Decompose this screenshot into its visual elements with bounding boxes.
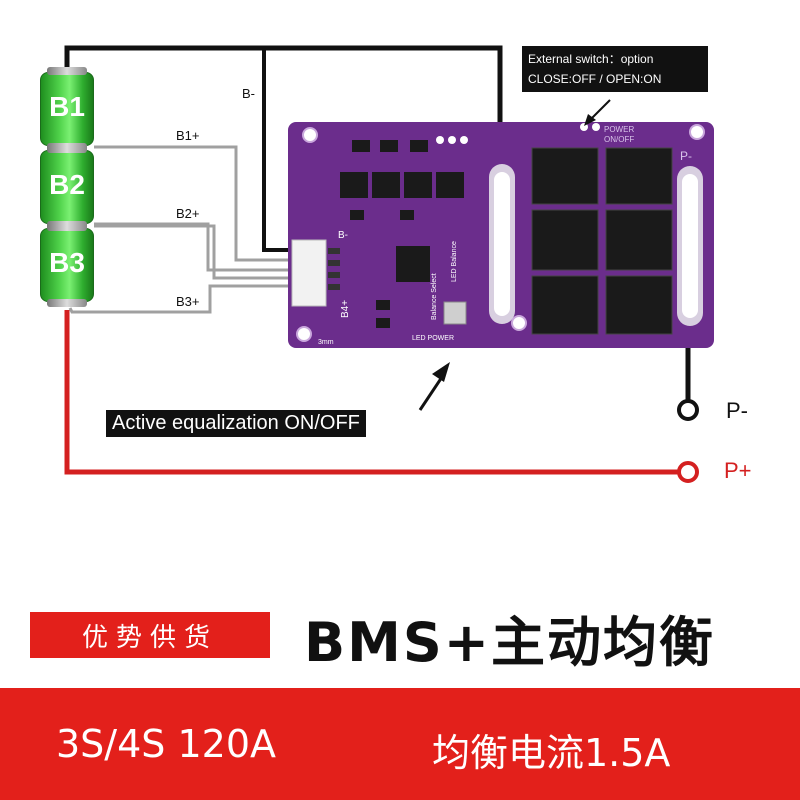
external-switch-callout: External switch：option CLOSE:OFF / OPEN:… (522, 46, 708, 92)
connector-pin (328, 260, 340, 266)
test-pad (436, 136, 444, 144)
silk-size: 3mm (318, 339, 334, 346)
silk-b4: B4+ (340, 300, 351, 318)
p-plus-wire (64, 310, 680, 475)
mounting-hole (296, 326, 312, 342)
b2-plus-wire (94, 222, 300, 272)
external-switch-line1: External switch：option (528, 52, 654, 66)
ic-chip (404, 172, 432, 198)
wiring-diagram: POWER ON/OFF P- B- B4+ LED Balance Balan… (64, 45, 714, 483)
test-pad (448, 136, 456, 144)
active-equalization-arrowhead (432, 362, 450, 382)
silk-led-power: LED POWER (412, 335, 454, 342)
silk-on-off: ON/OFF (604, 135, 634, 144)
silk-power: POWER (604, 125, 634, 134)
mosfet-array (531, 147, 673, 335)
balance-connector (291, 239, 327, 307)
mosfet (605, 209, 673, 271)
battery-cell-b1: B1 (40, 67, 94, 151)
b1-plus-wire (94, 145, 300, 262)
ic-chip (350, 210, 364, 220)
ic-chip (436, 172, 464, 198)
mosfet (531, 209, 599, 271)
supply-advantage-tag: 优势供货 (30, 612, 270, 658)
test-pads (436, 123, 600, 144)
ic-chip (340, 172, 368, 198)
ic-chip (376, 300, 390, 310)
cell-label: B3 (49, 247, 85, 278)
silk-balance-select: Balance Select (431, 273, 438, 320)
silk-led-balance: LED Balance (451, 241, 458, 282)
b3-plus-label: B3+ (176, 294, 200, 309)
spec-bar (0, 688, 800, 800)
cell-terminal (47, 67, 87, 75)
silk-p-minus: P- (680, 149, 692, 163)
mosfet (531, 147, 599, 205)
b3-plus-wire (68, 284, 300, 314)
b-minus-label: B- (242, 86, 255, 101)
product-title: BMS+主动均衡 (304, 611, 716, 674)
connector-pin (328, 284, 340, 290)
external-switch-line2: CLOSE:OFF / OPEN:ON (528, 72, 662, 86)
mosfet (605, 147, 673, 205)
power-switch-pad (592, 123, 600, 131)
balance-select-switch (443, 301, 467, 325)
cell-label: B1 (49, 91, 85, 122)
cell-label: B2 (49, 169, 85, 200)
p-minus-label: P- (726, 398, 748, 423)
battery-cell-b2: B2 (40, 145, 94, 229)
b2-plus-wire-b (94, 224, 300, 280)
p-minus-pad-inner (682, 174, 698, 318)
test-pad (460, 136, 468, 144)
ic-chip (372, 172, 400, 198)
mosfet (605, 275, 673, 335)
ic-chip (352, 140, 370, 152)
active-equalization-arrow (418, 373, 446, 411)
p-plus-terminal (677, 461, 699, 483)
battery-cell-b3: B3 (40, 223, 94, 307)
cell-terminal (47, 223, 87, 231)
connector-pins (328, 248, 340, 290)
ic-chip (380, 140, 398, 152)
external-switch-arrowhead (584, 114, 596, 126)
driver-ic-row (340, 140, 464, 328)
b2-plus-label: B2+ (176, 206, 200, 221)
mounting-hole (689, 124, 705, 140)
b1-plus-label: B1+ (176, 128, 200, 143)
ic-chip (410, 140, 428, 152)
balance-current-spec: 均衡电流1.5A (432, 731, 671, 775)
ic-chip (376, 318, 390, 328)
cell-terminal (47, 299, 87, 307)
external-switch-arrow (589, 99, 611, 121)
p-minus-terminal (677, 399, 699, 421)
mosfet (531, 275, 599, 335)
ic-chip (400, 210, 414, 220)
silk-connector: B- (338, 230, 348, 241)
b-minus-pad-inner (494, 172, 510, 316)
mounting-hole (511, 315, 527, 331)
active-equalization-callout: Active equalization ON/OFF (106, 410, 366, 437)
mounting-hole (302, 127, 318, 143)
connector-pin (328, 272, 340, 278)
cell-terminal (47, 145, 87, 153)
ic-chip (396, 246, 430, 282)
model-spec: 3S/4S 120A (56, 722, 277, 766)
connector-pin (328, 248, 340, 254)
p-plus-label: P+ (724, 458, 752, 483)
